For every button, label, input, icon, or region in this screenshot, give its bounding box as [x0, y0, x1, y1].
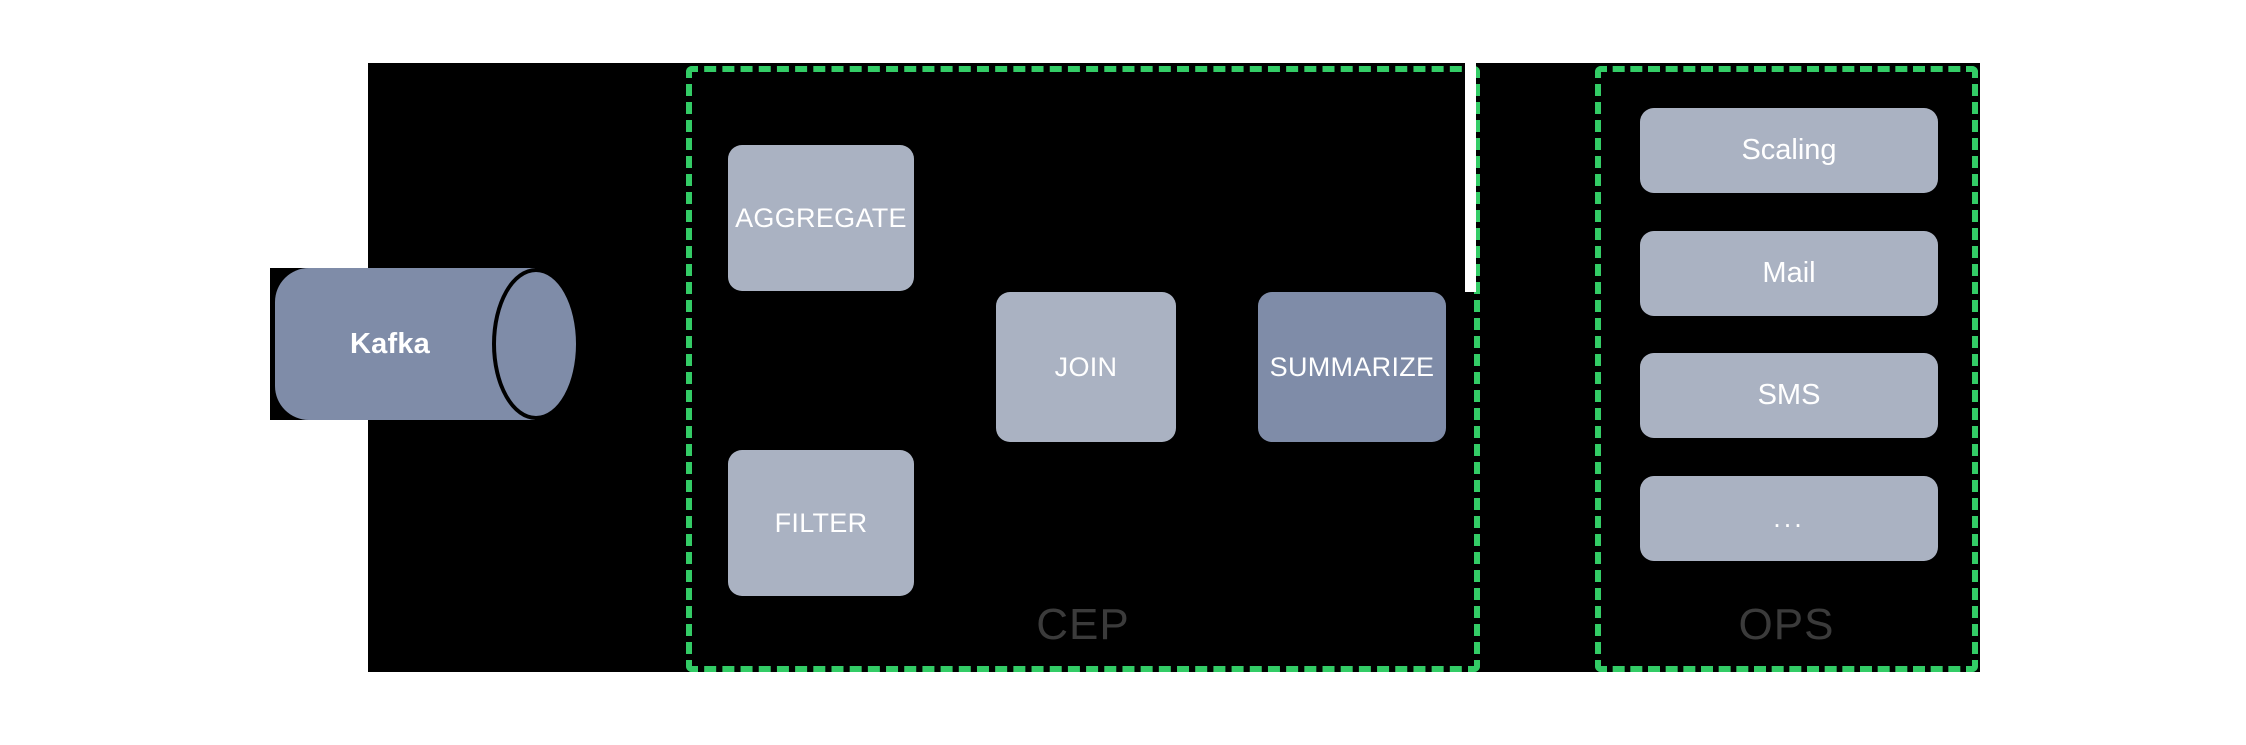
ops-action-scaling[interactable]: Scaling [1640, 108, 1938, 193]
ops-action-more[interactable]: ... [1640, 476, 1938, 561]
zone-ops[interactable]: OPS [1595, 66, 1978, 672]
operator-join-label: JOIN [1054, 351, 1118, 382]
ops-action-mail-label: Mail [1762, 257, 1816, 289]
cylinder-end-cap [492, 268, 580, 420]
operator-summarize[interactable]: SUMMARIZE [1258, 292, 1446, 442]
kafka-source-cylinder[interactable]: Kafka [275, 268, 581, 420]
zone-ops-label: OPS [1738, 600, 1835, 649]
zone-cep-label: CEP [1036, 600, 1130, 649]
ops-action-sms[interactable]: SMS [1640, 353, 1938, 438]
operator-join[interactable]: JOIN [996, 292, 1176, 442]
operator-aggregate[interactable]: AGGREGATE [728, 145, 914, 291]
ops-action-scaling-label: Scaling [1741, 134, 1837, 166]
ops-action-sms-label: SMS [1757, 379, 1821, 411]
zone-cep[interactable]: CEP [686, 66, 1480, 672]
operator-filter-label: FILTER [774, 507, 868, 538]
operator-filter[interactable]: FILTER [728, 450, 914, 596]
ops-action-more-label: ... [1773, 503, 1805, 533]
operator-aggregate-label: AGGREGATE [735, 202, 907, 233]
operator-summarize-label: SUMMARIZE [1269, 351, 1435, 382]
ops-action-mail[interactable]: Mail [1640, 231, 1938, 316]
kafka-label: Kafka [350, 327, 430, 360]
zone-separator-bar [1465, 58, 1476, 292]
